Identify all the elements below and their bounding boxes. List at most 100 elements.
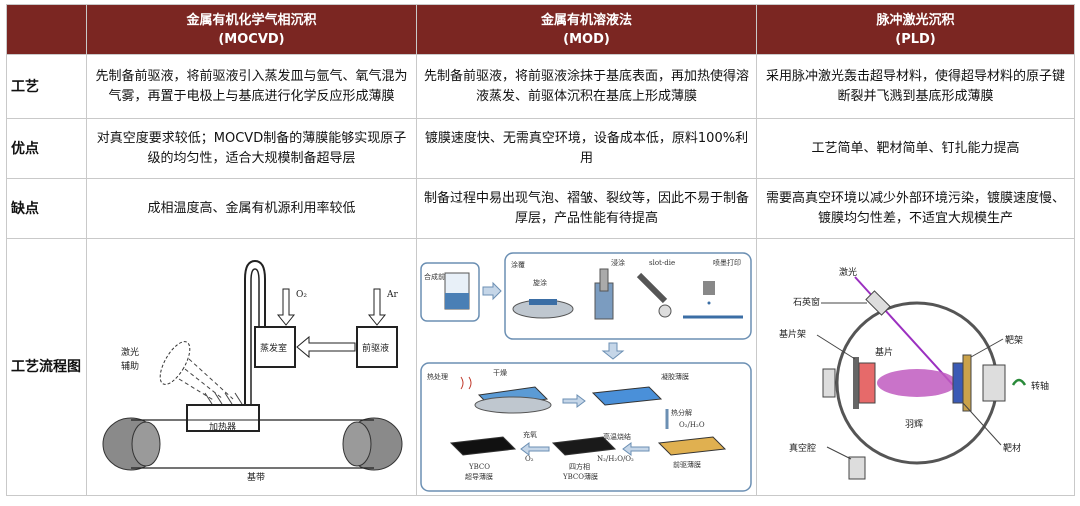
laser-label: 激光 xyxy=(121,346,139,358)
row-label-process: 工艺 xyxy=(6,54,87,119)
ybco-label: YBCO xyxy=(468,463,490,471)
dip-label: 浸涂 xyxy=(611,258,625,267)
slotdie-head xyxy=(636,272,668,304)
arrow-to-coat xyxy=(482,281,502,301)
spin-film xyxy=(529,299,557,305)
inkjet-head xyxy=(703,281,715,295)
precursor-film xyxy=(657,436,727,456)
process-mocvd: 先制备前驱液，将前驱液引入蒸发皿与氩气、氧气混为气雾，再置于电极上与基底进行化学… xyxy=(86,54,417,119)
target-holder-label: 靶架 xyxy=(1005,334,1023,346)
pld-diagram: 激光 石英窗 基片架 基片 羽辉 靶架 转轴 xyxy=(779,266,1049,480)
slotdie-roller xyxy=(658,304,672,318)
oxy-gas: O₂ xyxy=(525,455,534,463)
disadvantages-mocvd: 成相温度高、金属有机源利用率较低 xyxy=(86,178,417,239)
process-mod: 先制备前驱液，将前驱液涂抹于基底表面，再加热使得溶液蒸发、前驱体沉积在基底上形成… xyxy=(416,54,757,119)
disadvantages-pld: 需要高真空环境以减少外部环境污染，镀膜速度慢、镀膜均匀性差，不适宜大规模生产 xyxy=(756,178,1075,239)
pld-diagram-cell: 激光 石英窗 基片架 基片 羽辉 靶架 转轴 xyxy=(756,238,1075,496)
header-mocvd: 金属有机化学气相沉积(MOCVD) xyxy=(86,4,417,55)
cryst-gas: N₂/H₂O/O₂ xyxy=(597,455,634,463)
left-port xyxy=(822,368,836,398)
ybco-film xyxy=(449,436,517,456)
crystallize-label: 高温烧结 xyxy=(603,432,631,441)
deposition-arrows xyxy=(204,392,243,405)
laser-label: 激光 xyxy=(839,266,857,278)
substrate-holder xyxy=(853,357,859,409)
coating-label: 涂覆 xyxy=(511,260,525,269)
precursor-film-label: 前驱薄膜 xyxy=(673,460,701,469)
target-leader xyxy=(962,402,1002,446)
mocvd-diagram-cell: 基带 加热器 蒸发室 O₂ Ar xyxy=(86,238,417,496)
vapor-pipe-inner xyxy=(250,268,260,405)
target-holder xyxy=(962,354,972,412)
vacuum-label: 真空腔 xyxy=(789,442,816,454)
header-mod: 金属有机溶液法(MOD) xyxy=(416,4,757,55)
precursor-label: 前驱液 xyxy=(362,342,389,354)
holder-leader xyxy=(816,334,856,360)
o2-label: O₂ xyxy=(296,290,307,300)
target xyxy=(952,362,964,404)
tetragonal-label: 四方相 xyxy=(569,462,590,471)
heat-label: 热处理 xyxy=(427,372,448,381)
substrate-holder-label: 基片架 xyxy=(779,328,806,340)
inkjet-label: 喷墨打印 xyxy=(713,258,741,267)
arrow-gel xyxy=(562,394,586,408)
dip-sample xyxy=(599,268,609,292)
beaker-liquid xyxy=(445,293,469,309)
ybco-label2: 超导薄膜 xyxy=(465,472,493,481)
arrow-oxy xyxy=(520,442,550,456)
tetragonal-label2: YBCO薄膜 xyxy=(562,472,598,481)
bottom-port xyxy=(848,456,866,480)
header-row: 金属有机化学气相沉积(MOCVD) 金属有机溶液法(MOD) 脉冲激光沉积(PL… xyxy=(6,4,1075,55)
dry-plate xyxy=(474,396,552,414)
row-label-advantages: 优点 xyxy=(6,118,87,179)
evaporator-box xyxy=(254,326,296,368)
row-label-disadvantages: 缺点 xyxy=(6,178,87,239)
roller-right-inner xyxy=(342,421,372,467)
target-label: 靶材 xyxy=(1003,442,1021,454)
heater-label: 加热器 xyxy=(209,421,236,433)
window-label: 石英窗 xyxy=(793,296,820,308)
pyrolysis-gas: O₂/H₂O xyxy=(679,421,705,429)
feed-arrow xyxy=(296,335,356,359)
rotation-label: 转轴 xyxy=(1031,380,1049,392)
disadvantages-row: 缺点 成相温度高、金属有机源利用率较低 制备过程中易出现气泡、褶皱、裂纹等，因此… xyxy=(6,178,1075,239)
precursor-solution-label: 合成前驱 xyxy=(424,272,452,281)
right-port xyxy=(982,364,1006,402)
heat-icon xyxy=(460,376,472,390)
laser-beam-ellipse xyxy=(159,341,191,385)
target-holder-leader xyxy=(970,338,1004,358)
ink-drop xyxy=(707,301,711,305)
header-pld: 脉冲激光沉积(PLD) xyxy=(756,4,1075,55)
substrate-label: 基片 xyxy=(875,346,893,358)
laser-lines xyxy=(178,358,234,402)
process-pld: 采用脉冲激光轰击超导材料，使得超导材料的原子键断裂并飞溅到基底形成薄膜 xyxy=(756,54,1075,119)
slotdie-label: slot-die xyxy=(649,259,675,267)
mod-diagram: 合成前驱 涂覆 旋涂 浸涂 slot-die 喷墨打印 xyxy=(420,252,752,492)
mocvd-diagram: 基带 加热器 蒸发室 O₂ Ar xyxy=(102,259,403,483)
heater-box xyxy=(186,404,260,432)
gel-film xyxy=(591,386,663,406)
belt-label: 基带 xyxy=(247,471,265,483)
ar-label: Ar xyxy=(386,290,398,300)
advantages-mocvd: 对真空度要求较低；MOCVD制备的薄膜能够实现原子级的均匀性，适合大规模制备超导… xyxy=(86,118,417,179)
spin-label: 旋涂 xyxy=(533,278,547,287)
assist-label: 辅助 xyxy=(121,360,139,372)
mod-diagram-cell: 合成前驱 涂覆 旋涂 浸涂 slot-die 喷墨打印 xyxy=(416,238,757,496)
precursor-box xyxy=(356,326,398,368)
comparison-table: 金属有机化学气相沉积(MOCVD) 金属有机溶液法(MOD) 脉冲激光沉积(PL… xyxy=(6,4,1075,496)
row-label-flow: 工艺流程图 xyxy=(6,238,87,496)
arrow-to-heat xyxy=(601,342,625,360)
substrate xyxy=(858,362,876,404)
advantages-row: 优点 对真空度要求较低；MOCVD制备的薄膜能够实现原子级的均匀性，适合大规模制… xyxy=(6,118,1075,179)
vacuum-leader xyxy=(826,446,852,460)
vapor-pipe-outer xyxy=(244,259,266,405)
ar-arrow xyxy=(367,288,387,326)
evaporator-label: 蒸发室 xyxy=(260,342,287,354)
gel-label: 凝胶薄膜 xyxy=(661,372,689,381)
pyrolysis-label: 热分解 xyxy=(671,408,692,417)
advantages-mod: 镀膜速度快、无需真空环境，设备成本低，原料100%利用 xyxy=(416,118,757,179)
quartz-window xyxy=(865,290,891,316)
plume-label: 羽辉 xyxy=(905,419,923,430)
plume xyxy=(877,369,957,397)
header-blank xyxy=(6,4,87,55)
